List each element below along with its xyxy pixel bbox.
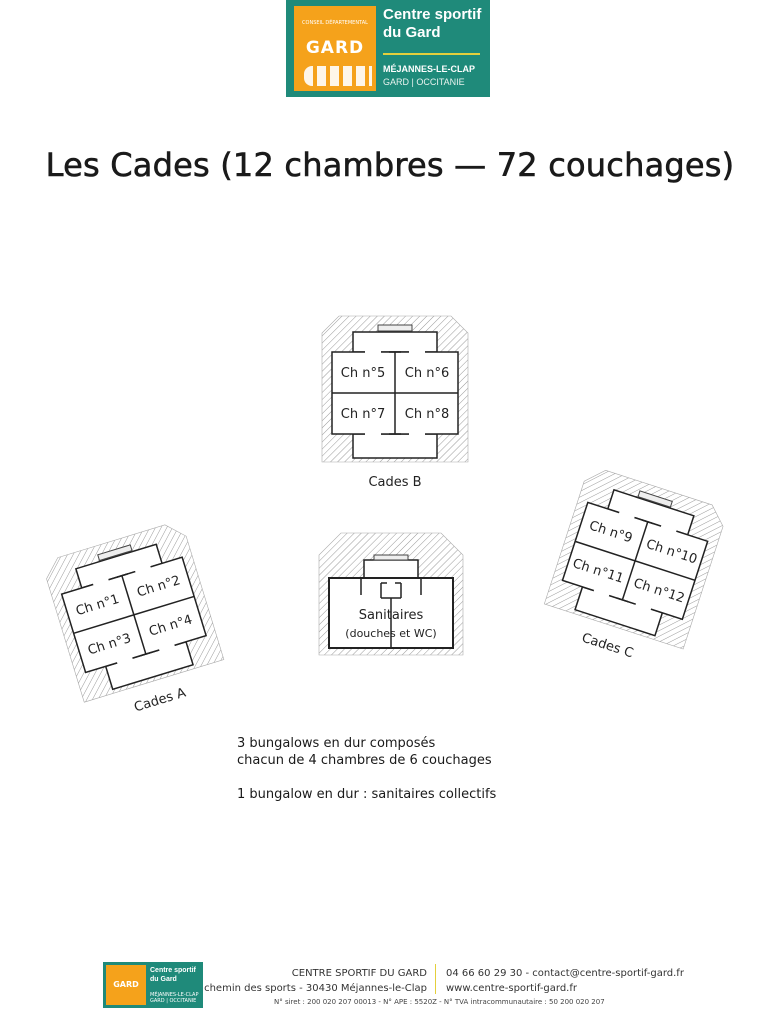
description-line: 3 bungalows en dur composés	[237, 736, 436, 751]
window	[377, 324, 413, 332]
footer-address-block: CENTRE SPORTIF DU GARD chemin des sports…	[204, 966, 427, 996]
partition-walls	[73, 573, 195, 657]
doors	[92, 565, 175, 665]
lower-corridor	[352, 433, 438, 459]
footer-org: CENTRE SPORTIF DU GARD	[291, 968, 427, 979]
footer-logo-name: Centre sportif du Gard	[150, 967, 196, 983]
room-label: Ch n°8	[405, 407, 449, 422]
footer-divider	[435, 964, 436, 994]
logo-place: MÉJANNES-LE-CLAP	[383, 64, 476, 74]
cades-a-label: Cades A	[132, 685, 187, 715]
bungalow-sanitaires: Sanitaires (douches et WC)	[318, 532, 464, 656]
cades-b-label: Cades B	[368, 475, 421, 490]
doors	[593, 511, 677, 611]
footer-phone-email[interactable]: 04 66 60 29 30 - contact@centre-sportif-…	[446, 968, 684, 979]
logo-region: GARD | OCCITANIE	[383, 77, 465, 87]
sanitaires-label: Sanitaires	[359, 608, 424, 623]
footer-logo-gard: GARD	[106, 965, 146, 1005]
window	[97, 544, 133, 562]
footer-contact-block: 04 66 60 29 30 - contact@centre-sportif-…	[446, 966, 684, 996]
room-label: Ch n°7	[341, 407, 385, 422]
description: 3 bungalows en dur composés chacun de 4 …	[237, 735, 496, 803]
page-title: Les Cades (12 chambres — 72 couchages)	[45, 146, 735, 185]
header-logo: CONSEIL DÉPARTEMENTAL GARD Centre sporti…	[286, 0, 490, 97]
footer-website[interactable]: www.centre-sportif-gard.fr	[446, 983, 577, 994]
logo-gard: GARD	[305, 38, 365, 58]
description-line: chacun de 4 chambres de 6 couchages	[237, 753, 492, 768]
footer-logo: GARD Centre sportif du Gard MÉJANNES-LE-…	[103, 962, 203, 1008]
cades-c-label: Cades C	[580, 631, 635, 662]
logo-divider	[383, 53, 480, 55]
footer-legal: N° siret : 200 020 207 00013 - N° APE : …	[274, 998, 605, 1006]
sanitaires-sublabel: (douches et WC)	[345, 627, 436, 640]
room-label: Ch n°6	[405, 366, 449, 381]
aqueduct-icon	[304, 66, 372, 86]
footer-logo-place: MÉJANNES-LE-CLAP GARD | OCCITANIE	[150, 992, 199, 1004]
footer-address: chemin des sports - 30430 Méjannes-le-Cl…	[204, 983, 427, 994]
gard-emblem: CONSEIL DÉPARTEMENTAL GARD	[294, 6, 376, 91]
upper-corridor	[352, 331, 438, 353]
logo-council: CONSEIL DÉPARTEMENTAL	[302, 20, 368, 26]
description-line: 1 bungalow en dur : sanitaires collectif…	[237, 787, 497, 802]
window	[637, 490, 673, 508]
partition-walls	[332, 351, 458, 435]
partition-walls	[574, 519, 696, 603]
room-label: Ch n°5	[341, 366, 385, 381]
doors	[365, 350, 425, 436]
